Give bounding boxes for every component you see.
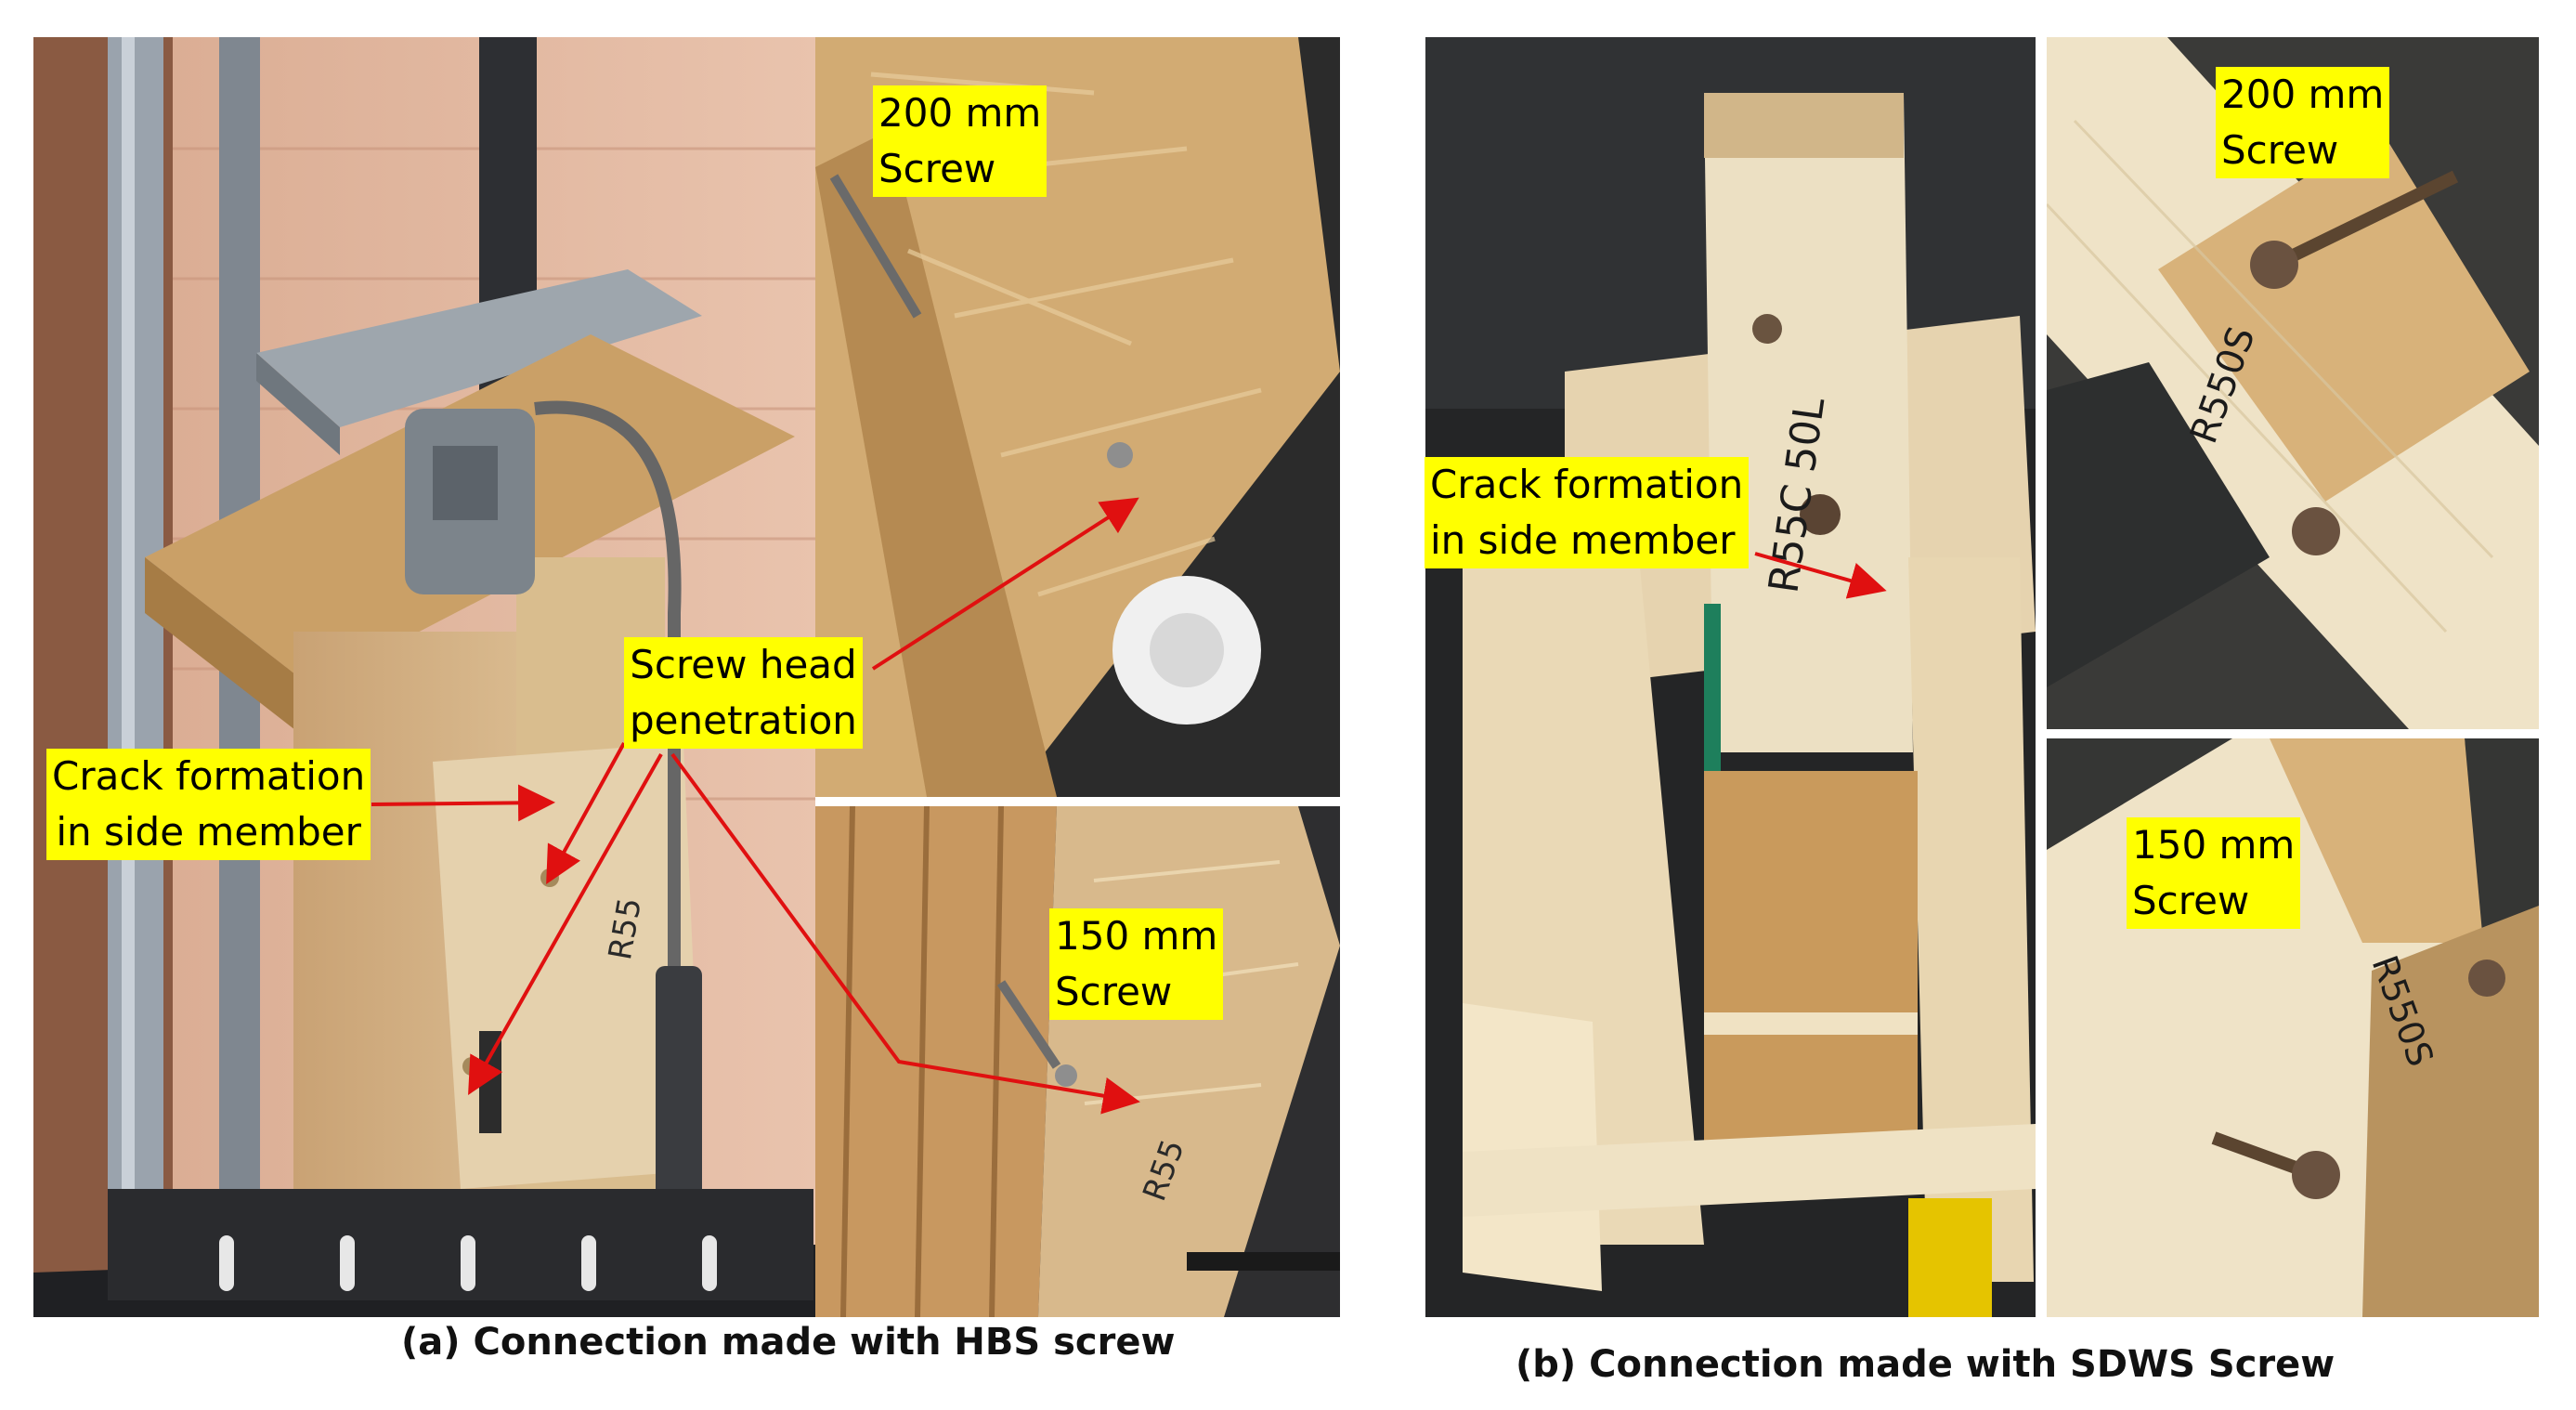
panel-a-200mm-inset-photo <box>815 37 1340 797</box>
panel-a-150mm-label-line1: 150 mm <box>1055 913 1218 959</box>
arrow-a-screw-head-2 <box>468 753 663 1095</box>
panel-a-200mm-label-line1: 200 mm <box>878 90 1042 136</box>
panel-a-screw-head-label: Screw head penetration <box>624 637 863 749</box>
panel-b-caption: (b) Connection made with SDWS Screw <box>1516 1343 2335 1386</box>
arrow-a-screw-head-1 <box>546 742 626 885</box>
panel-a-150mm-inset-photo <box>815 806 1340 1317</box>
panel-a-crack-label: Crack formation in side member <box>46 749 371 860</box>
arrow-a-screw-head-4 <box>871 497 1139 671</box>
panel-a-screw-head-label-line2: penetration <box>630 698 857 743</box>
panel-a-crack-label-line2: in side member <box>56 809 361 855</box>
panel-b-200mm-label-line2: Screw <box>2221 127 2339 173</box>
panel-a-crack-label-line1: Crack formation <box>52 753 366 799</box>
panel-b-crack-label-line2: in side member <box>1430 517 1736 563</box>
panel-a-150mm-label: 150 mm Screw <box>1049 908 1224 1020</box>
panel-b-150mm-label-line2: Screw <box>2132 878 2250 923</box>
panel-b-200mm-label: 200 mm Screw <box>2216 67 2390 178</box>
panel-b-150mm-label: 150 mm Screw <box>2127 817 2301 929</box>
panel-b-150mm-label-line1: 150 mm <box>2132 822 2296 868</box>
arrow-a-crack <box>371 784 555 822</box>
arrow-b-crack <box>1754 552 1887 599</box>
panel-b-200mm-label-line1: 200 mm <box>2221 72 2385 117</box>
panel-a-screw-head-label-line1: Screw head <box>630 642 857 687</box>
panel-a-200mm-label-line2: Screw <box>878 146 996 191</box>
panel-b-200mm-inset-photo: R550S <box>2047 37 2539 729</box>
panel-a-200mm-label: 200 mm Screw <box>873 85 1047 197</box>
panel-a-caption: (a) Connection made with HBS screw <box>401 1321 1176 1364</box>
panel-a-150mm-label-line2: Screw <box>1055 969 1173 1014</box>
panel-b-crack-label: Crack formation in side member <box>1425 457 1750 568</box>
panel-b-crack-label-line1: Crack formation <box>1430 462 1744 507</box>
panel-b-main-photo: R55C 50L <box>1425 37 2036 1317</box>
arrow-a-screw-head-3 <box>670 752 1140 1115</box>
